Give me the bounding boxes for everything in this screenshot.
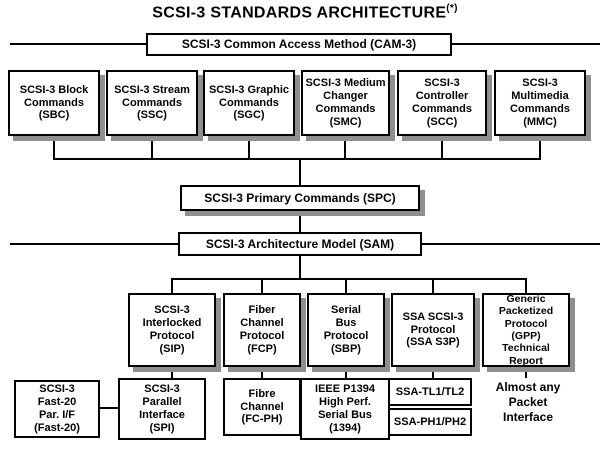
box-sbc: SCSI-3 Block Commands (SBC) <box>8 70 100 136</box>
box-scc: SCSI-3 Controller Commands (SCC) <box>397 70 487 136</box>
box-gpp: Generic Packetized Protocol (GPP) Techni… <box>482 293 570 367</box>
connector-stub <box>261 367 263 378</box>
connector-fast20-spi <box>100 407 118 409</box>
connector-stub <box>344 136 346 158</box>
connector-stub <box>525 367 527 378</box>
connector-stub <box>299 160 301 185</box>
box-sip: SCSI-3 Interlocked Protocol (SIP) <box>128 293 216 367</box>
connector-stub <box>432 367 434 378</box>
note-packet-interface: Almost any Packet Interface <box>495 380 561 424</box>
diagram-title-footnote-marker: (*) <box>446 3 458 14</box>
box-ssa-ph: SSA-PH1/PH2 <box>388 408 472 436</box>
box-spi: SCSI-3 Parallel Interface (SPI) <box>118 378 206 440</box>
diagram-title-text: SCSI-3 STANDARDS ARCHITECTURE <box>152 4 447 22</box>
box-fast20: SCSI-3 Fast-20 Par. I/F (Fast-20) <box>14 380 100 438</box>
connector-stub <box>261 280 263 293</box>
connector-stub <box>151 136 153 158</box>
box-1394: IEEE P1394 High Perf. Serial Bus (1394) <box>300 378 390 440</box>
box-ssa-tl: SSA-TL1/TL2 <box>388 378 472 406</box>
connector-stub <box>53 136 55 158</box>
box-ssa-s3p: SSA SCSI-3 Protocol (SSA S3P) <box>391 293 475 367</box>
connector-stub <box>441 136 443 158</box>
connector-stub <box>525 280 527 293</box>
connector-stub <box>345 367 347 378</box>
connector-stub <box>248 136 250 158</box>
connector-stub <box>345 280 347 293</box>
box-spc: SCSI-3 Primary Commands (SPC) <box>180 185 420 211</box>
connector-stub <box>171 280 173 293</box>
diagram-title: SCSI-3 STANDARDS ARCHITECTURE(*) <box>0 3 610 22</box>
connector-stub <box>171 367 173 378</box>
box-ssc: SCSI-3 Stream Commands (SSC) <box>106 70 198 136</box>
box-fcp: Fiber Channel Protocol (FCP) <box>223 293 301 367</box>
connector-stub <box>539 136 541 158</box>
connector-stub <box>299 256 301 278</box>
box-sgc: SCSI-3 Graphic Commands (SGC) <box>203 70 295 136</box>
connector-stub <box>299 211 301 232</box>
box-cam3: SCSI-3 Common Access Method (CAM-3) <box>146 33 452 56</box>
box-sam: SCSI-3 Architecture Model (SAM) <box>178 232 422 256</box>
box-mmc: SCSI-3 Multimedia Commands (MMC) <box>494 70 586 136</box>
box-smc: SCSI-3 Medium Changer Commands (SMC) <box>301 70 390 136</box>
box-fcph: Fibre Channel (FC-PH) <box>223 378 301 436</box>
box-sbp: Serial Bus Protocol (SBP) <box>307 293 385 367</box>
connector-stub <box>432 280 434 293</box>
bus-protocols <box>171 278 527 280</box>
bus-commands <box>53 158 541 160</box>
